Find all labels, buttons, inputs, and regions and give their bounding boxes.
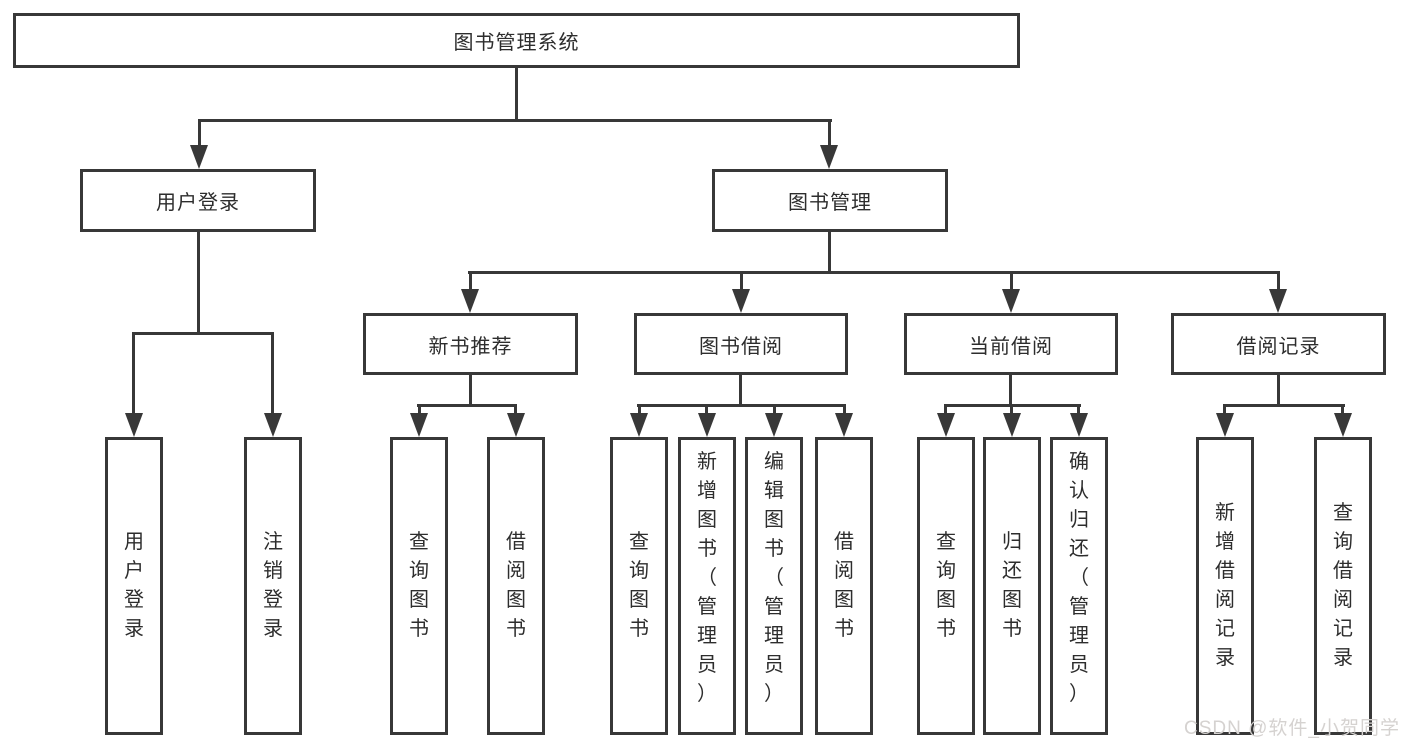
connector-line (1009, 375, 1012, 406)
connector-line (637, 404, 846, 407)
connector-line (1223, 404, 1345, 407)
connector-line (198, 119, 201, 147)
leaf-label: 归 还 图 书 (1002, 531, 1022, 640)
leaf-return-books: 归 还 图 书 (983, 437, 1041, 735)
connector-line (514, 404, 517, 416)
leaf-query-books-current: 查 询 图 书 (917, 437, 975, 735)
leaf-confirm-return-admin: 确 认 归 还 （ 管 理 员 ） (1050, 437, 1108, 735)
connector-line (132, 332, 135, 415)
leaf-label: 查 询 图 书 (409, 531, 429, 640)
connector-line (1277, 375, 1280, 406)
node-current-borrowing: 当前借阅 (904, 313, 1118, 375)
leaf-label: 查 询 图 书 (936, 531, 956, 640)
leaf-label: 用 户 登 录 (124, 531, 144, 640)
arrow-down-icon (1269, 289, 1287, 313)
leaf-borrow-books-borrowing: 借 阅 图 书 (815, 437, 873, 735)
arrow-down-icon (732, 289, 750, 313)
leaf-label: 注 销 登 录 (263, 531, 283, 640)
arrow-down-icon (937, 413, 955, 437)
leaf-query-books-borrowing: 查 询 图 书 (610, 437, 668, 735)
arrow-down-icon (507, 413, 525, 437)
connector-line (1341, 404, 1344, 416)
connector-line (828, 232, 831, 274)
connector-line (468, 271, 1280, 274)
connector-line (638, 404, 641, 416)
connector-line (705, 404, 708, 416)
connector-line (1277, 271, 1280, 291)
leaf-query-borrow-record: 查 询 借 阅 记 录 (1314, 437, 1372, 735)
leaf-label: 查 询 图 书 (629, 531, 649, 640)
connector-line (418, 404, 421, 416)
leaf-label: 查 询 借 阅 记 录 (1333, 502, 1353, 669)
arrow-down-icon (765, 413, 783, 437)
arrow-down-icon (1003, 413, 1021, 437)
arrow-down-icon (820, 145, 838, 169)
arrow-down-icon (1070, 413, 1088, 437)
connector-line (773, 404, 776, 416)
leaf-logout-login: 注 销 登 录 (244, 437, 302, 735)
connector-line (198, 119, 832, 122)
leaf-label: 借 阅 图 书 (506, 531, 526, 640)
leaf-label: 确 认 归 还 （ 管 理 员 ） (1069, 451, 1089, 705)
leaf-query-books-recommend: 查 询 图 书 (390, 437, 448, 735)
connector-line (1223, 404, 1226, 416)
connector-line (1077, 404, 1080, 416)
connector-line (1010, 404, 1013, 416)
leaf-borrow-books-recommend: 借 阅 图 书 (487, 437, 545, 735)
connector-line (417, 404, 517, 407)
arrow-down-icon (125, 413, 143, 437)
connector-line (133, 332, 274, 335)
node-new-book-recommend: 新书推荐 (363, 313, 578, 375)
leaf-label: 新 增 图 书 （ 管 理 员 ） (697, 451, 717, 705)
connector-line (271, 332, 274, 415)
leaf-edit-books-admin: 编 辑 图 书 （ 管 理 员 ） (745, 437, 803, 735)
arrow-down-icon (835, 413, 853, 437)
node-library-management-system: 图书管理系统 (13, 13, 1020, 68)
connector-line (469, 271, 472, 291)
arrow-down-icon (1334, 413, 1352, 437)
arrow-down-icon (410, 413, 428, 437)
connector-line (739, 375, 742, 406)
csdn-watermark: CSDN @软件_小贺同学 (1184, 718, 1400, 739)
connector-line (843, 404, 846, 416)
connector-line (944, 404, 947, 416)
leaf-add-borrow-record: 新 增 借 阅 记 录 (1196, 437, 1254, 735)
leaf-label: 新 增 借 阅 记 录 (1215, 502, 1235, 669)
leaf-label: 编 辑 图 书 （ 管 理 员 ） (764, 451, 784, 705)
node-borrow-records: 借阅记录 (1171, 313, 1386, 375)
arrow-down-icon (1216, 413, 1234, 437)
connector-line (515, 68, 518, 120)
leaf-label: 借 阅 图 书 (834, 531, 854, 640)
connector-line (1010, 271, 1013, 291)
node-user-login: 用户登录 (80, 169, 316, 232)
arrow-down-icon (698, 413, 716, 437)
arrow-down-icon (190, 145, 208, 169)
connector-line (828, 119, 831, 147)
connector-line (469, 375, 472, 406)
connector-line (197, 232, 200, 335)
leaf-user-login: 用 户 登 录 (105, 437, 163, 735)
arrow-down-icon (264, 413, 282, 437)
arrow-down-icon (630, 413, 648, 437)
leaf-add-books-admin: 新 增 图 书 （ 管 理 员 ） (678, 437, 736, 735)
arrow-down-icon (461, 289, 479, 313)
connector-line (740, 271, 743, 291)
arrow-down-icon (1002, 289, 1020, 313)
node-book-management: 图书管理 (712, 169, 948, 232)
node-book-borrowing: 图书借阅 (634, 313, 848, 375)
